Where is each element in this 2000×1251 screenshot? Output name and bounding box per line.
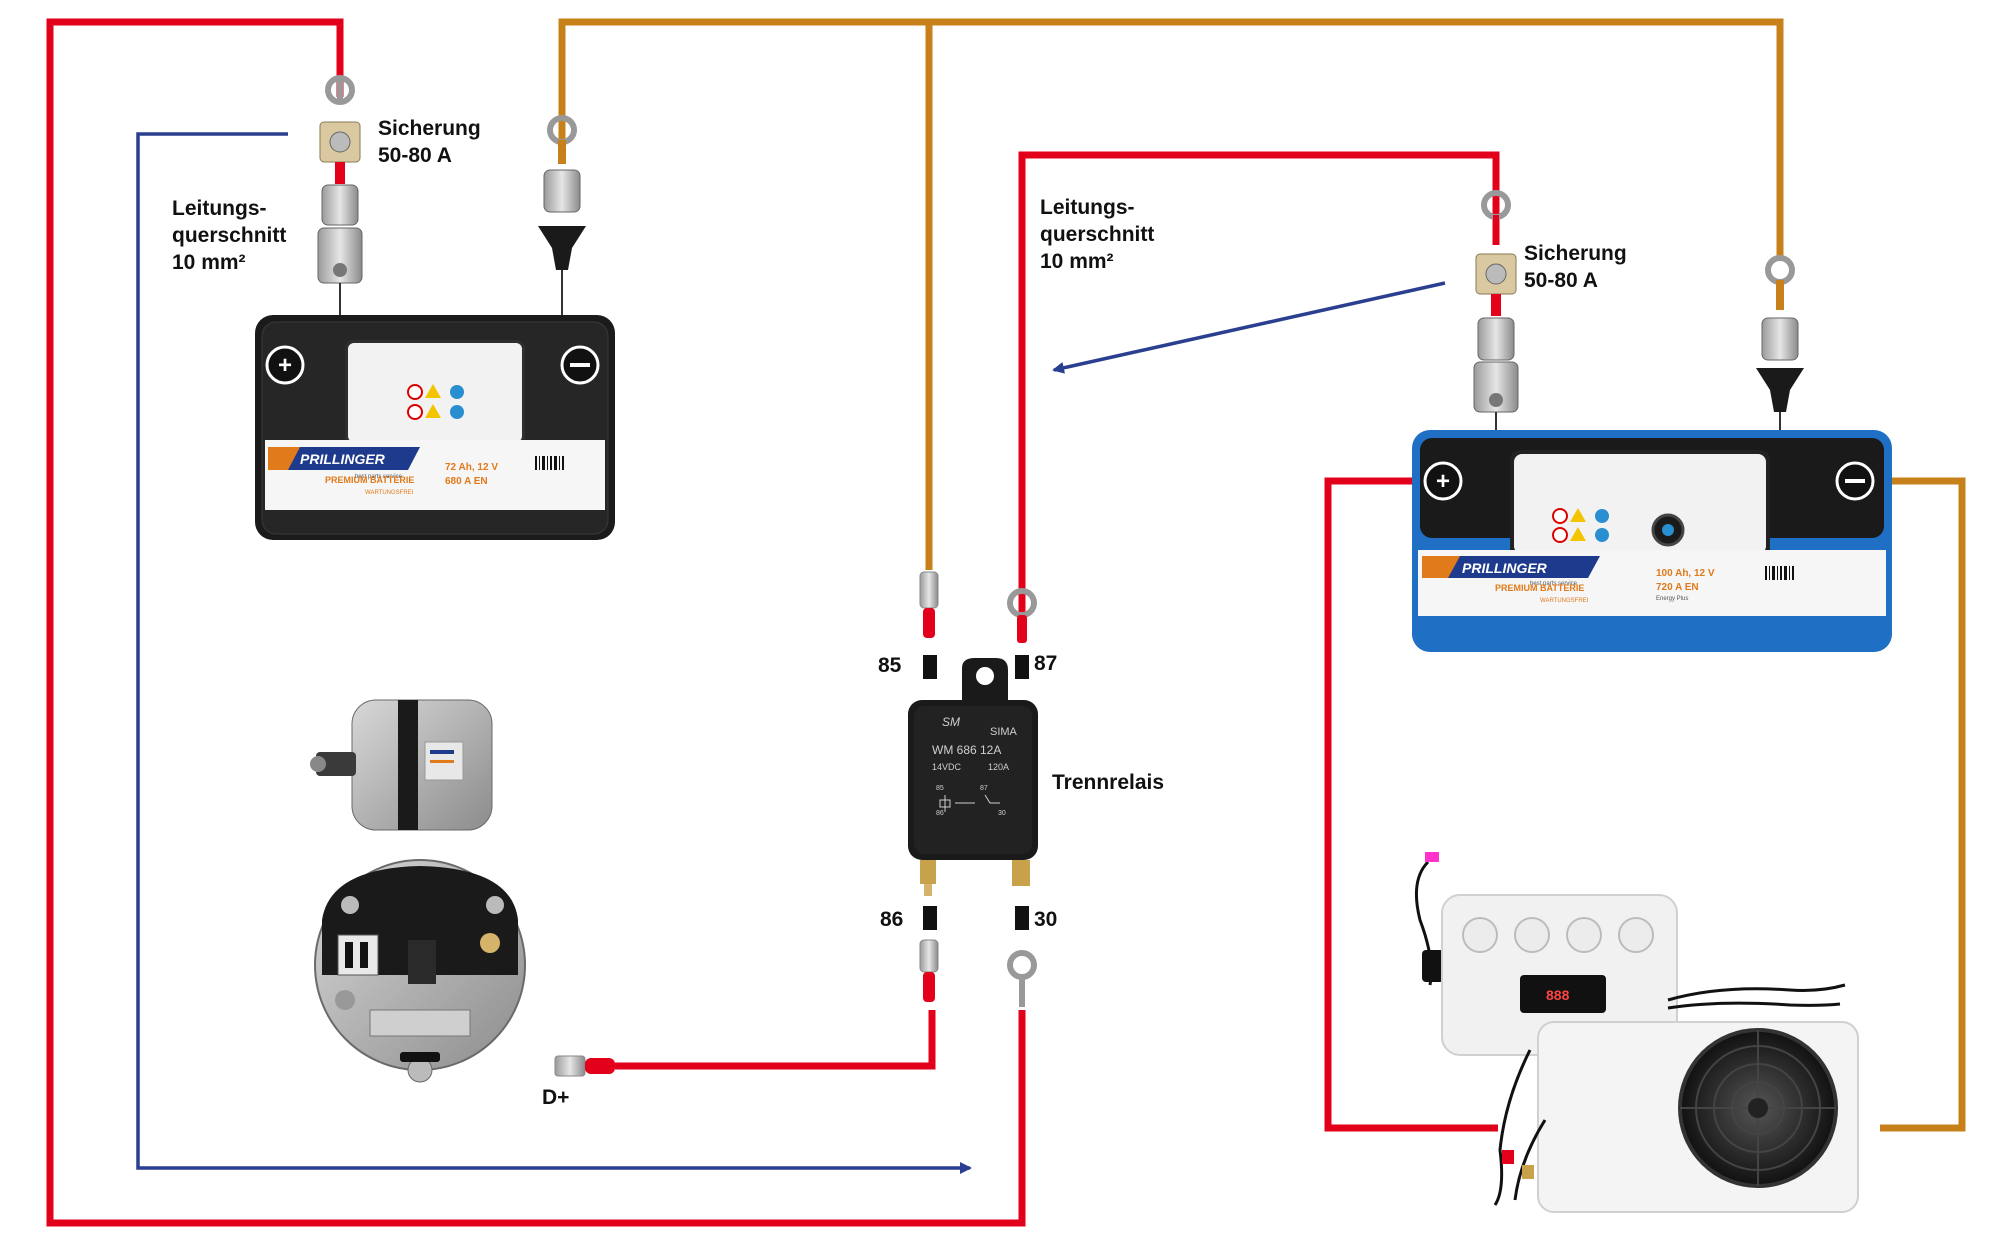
relay-label-86: 86 (936, 810, 944, 817)
ac-vent-4 (1618, 917, 1654, 953)
d-plus-wire (615, 1010, 936, 1070)
pin-30-label: 30 (1034, 908, 1057, 931)
relay-body: SM SIMA WM 686 12A 14VDC 120A 85 87 86 3… (908, 658, 1038, 860)
pin-85-label: 85 (878, 654, 902, 677)
cable-mid-label-2: querschnitt (1040, 223, 1154, 246)
right-fuse (1475, 253, 1517, 316)
battery-left-tagline: best parts service (355, 474, 403, 480)
battery-left-cca: 680 A EN (445, 476, 488, 487)
battery-right-tagline: best parts service (1530, 581, 1578, 587)
relay-terminal-86 (919, 860, 939, 1002)
svg-text:+: + (1436, 468, 1450, 495)
battery-left-plus-terminal: + (265, 345, 305, 385)
pin-86-label: 86 (880, 908, 903, 931)
ac-ground-wire (1873, 477, 1966, 1132)
relay-current: 120A (988, 762, 1009, 772)
left-neg-clamp (538, 169, 586, 270)
battery-right-brand: PRILLINGER (1462, 560, 1548, 576)
ac-vent-3 (1566, 917, 1602, 953)
ac-positive-wire (1324, 477, 1498, 1132)
relay-logo: SM (942, 715, 960, 729)
left-ring-terminal-pos (325, 75, 355, 105)
cable-mid-label-3: 10 mm² (1040, 250, 1114, 273)
left-ring-terminal-neg (547, 115, 577, 164)
ac-vent-2 (1514, 917, 1550, 953)
fuse-right-label-1: Sicherung (1524, 242, 1627, 265)
right-neg-clamp (1756, 317, 1804, 412)
left-fuse (319, 121, 361, 184)
battery-right-plus-terminal: + (1423, 461, 1463, 501)
battery-right-warning-icons (1552, 508, 1609, 543)
d-plus-connector (554, 1055, 615, 1077)
positive-aux-wire (1018, 151, 1500, 615)
battery-right-minus-terminal (1835, 461, 1875, 501)
fuse-left-label-1: Sicherung (378, 117, 481, 140)
alternator-side-view (310, 699, 493, 831)
battery-right-type: PREMIUM BATTERIE (1495, 583, 1584, 593)
battery-right-extra: Energy Plus (1656, 596, 1688, 602)
battery-left-minus-terminal (560, 345, 600, 385)
battery-left-capacity: 72 Ah, 12 V (445, 462, 498, 473)
relay-label-85: 85 (936, 785, 944, 792)
signal-arrow-left (136, 132, 972, 1174)
d-plus-label: D+ (542, 1086, 569, 1109)
relay-name-label: Trennrelais (1052, 771, 1164, 794)
cable-left-label-2: querschnitt (172, 224, 286, 247)
ac-display: 888 (1546, 987, 1570, 1003)
battery-right-capacity: 100 Ah, 12 V (1656, 568, 1715, 579)
battery-left-type: PREMIUM BATTERIE (325, 475, 414, 485)
right-ring-terminal-pos (1481, 190, 1511, 245)
relay-label-87: 87 (980, 785, 988, 792)
relay-terminal-87 (1007, 588, 1037, 679)
battery-left-barcode (535, 456, 564, 470)
right-ring-terminal-neg (1765, 255, 1795, 310)
positive-main-wire (46, 18, 1026, 1227)
battery-left-brand: PRILLINGER (300, 451, 386, 467)
fuse-right-label-2: 50-80 A (1524, 269, 1598, 292)
signal-arrow-mid (1052, 281, 1446, 374)
battery-left-maintenance: WARTUNGSFREI (365, 490, 414, 496)
relay-terminal-30 (1007, 860, 1037, 1007)
relay-label-30: 30 (998, 810, 1006, 817)
battery-right-cca: 720 A EN (1656, 582, 1699, 593)
left-pos-clamp (317, 184, 363, 284)
cable-left-label-3: 10 mm² (172, 251, 246, 274)
alternator-rear-view (314, 859, 526, 1083)
relay-maker: SIMA (990, 726, 1018, 738)
battery-left-warning-icons (407, 384, 464, 420)
cable-mid-label-1: Leitungs- (1040, 196, 1135, 219)
svg-text:+: + (278, 352, 292, 379)
ground-main-wire (558, 18, 1784, 260)
relay-voltage: 14VDC (932, 762, 962, 772)
fuse-left-label-2: 50-80 A (378, 144, 452, 167)
battery-right-maintenance: WARTUNGSFREI (1540, 598, 1589, 604)
battery-right: PRILLINGER best parts service PREMIUM BA… (1412, 430, 1892, 652)
pin-87-label: 87 (1034, 652, 1057, 675)
ac-vent-1 (1462, 917, 1498, 953)
air-conditioner: 888 (1414, 852, 1859, 1213)
right-pos-clamp (1473, 317, 1519, 413)
relay-terminal-85 (919, 571, 939, 679)
relay-model: WM 686 12A (932, 743, 1001, 757)
battery-right-barcode (1765, 566, 1794, 580)
cable-left-label-1: Leitungs- (172, 197, 267, 220)
battery-left: PRILLINGER best parts service PREMIUM BA… (255, 315, 615, 540)
